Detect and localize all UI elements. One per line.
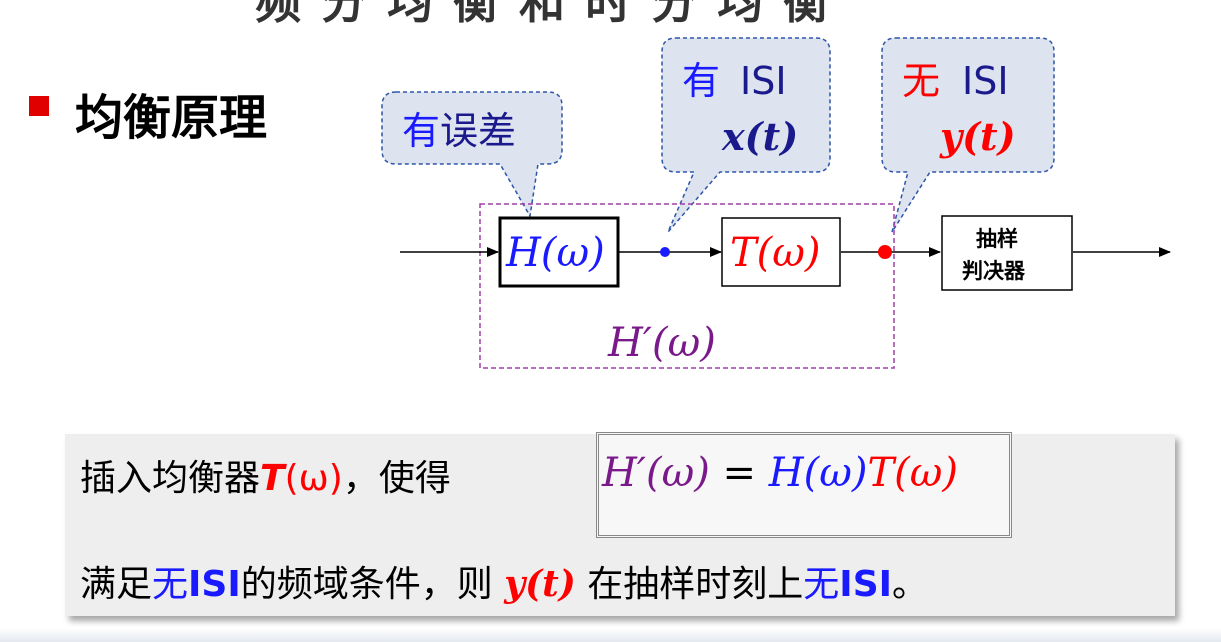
line1-prefix: 插入均衡器 <box>80 458 261 499</box>
combined-system-label: H′(ω) <box>607 320 716 366</box>
callout-no-isi: 无 ISI y(t) <box>881 37 1055 233</box>
channel-block-label: H(ω) <box>505 230 605 276</box>
callout-isi-signal: x(t) <box>721 114 798 159</box>
line2-part-9: 。 <box>892 564 929 605</box>
formula-lhs: H′(ω) <box>602 450 710 496</box>
equalizer-block-label: T(ω) <box>730 230 821 276</box>
explanation-line-2: 满足无ISI的频域条件，则 y(t) 在抽样时刻上无ISI。 <box>80 555 928 607</box>
line2-part-3: ISI <box>188 564 241 605</box>
formula-box <box>596 432 1012 538</box>
slide-title-fragment: 频 分 均 衡 和 时 分 均 衡 <box>255 0 832 29</box>
channel-block <box>498 216 620 288</box>
equalizer-block <box>721 217 841 287</box>
explanation-line-1: 插入均衡器T(ω)，使得 <box>80 449 451 501</box>
callout-isi-word: 有 <box>682 59 720 103</box>
sampler-label-line1: 抽样 <box>976 227 1018 251</box>
line1-equalizer-arg: (ω) <box>284 458 343 499</box>
formula-equals: = <box>709 450 769 496</box>
callout-noisi-suffix: ISI <box>962 59 1009 103</box>
line1-suffix: ，使得 <box>342 458 451 499</box>
line2-part-2: 无 <box>152 564 189 605</box>
equalizer-block-diagram: 有 误差 有 ISI x(t) 无 ISI y(t) H′(ω) H(ω) T(… <box>381 37 1171 369</box>
line2-part-7: 无 <box>803 564 840 605</box>
formula-equalizer: T(ω) <box>867 450 958 496</box>
point-x-marker <box>660 247 670 257</box>
line2-part-1: 满足 <box>80 564 153 605</box>
sampler-decision-block <box>941 215 1073 291</box>
line2-signal: y(t) <box>504 563 576 605</box>
bullet-square-icon <box>29 96 49 116</box>
section-heading: 均衡原理 <box>75 90 268 146</box>
formula-channel: H(ω) <box>768 450 868 496</box>
callout-error: 有 误差 <box>381 91 563 219</box>
callout-error-word-2: 误差 <box>440 109 516 153</box>
callout-noisi-word: 无 <box>902 59 940 103</box>
sampler-label-line2: 判决器 <box>962 259 1026 283</box>
line2-part-8: ISI <box>839 564 893 605</box>
callout-with-isi: 有 ISI x(t) <box>661 37 831 233</box>
callout-error-word-1: 有 <box>402 109 440 153</box>
callout-noisi-signal: y(t) <box>939 114 1016 159</box>
equalizer-formula: H′(ω) = H(ω)T(ω) <box>602 450 958 496</box>
point-y-marker <box>878 245 892 259</box>
line1-equalizer-symbol: T <box>260 458 285 499</box>
slide-bottom-edge <box>0 628 1221 642</box>
line2-part-4: 的频域条件，则 <box>240 564 505 605</box>
line2-part-6: 在抽样时刻上 <box>575 564 804 605</box>
callout-isi-suffix: ISI <box>740 59 787 103</box>
combined-system-box <box>479 203 895 369</box>
